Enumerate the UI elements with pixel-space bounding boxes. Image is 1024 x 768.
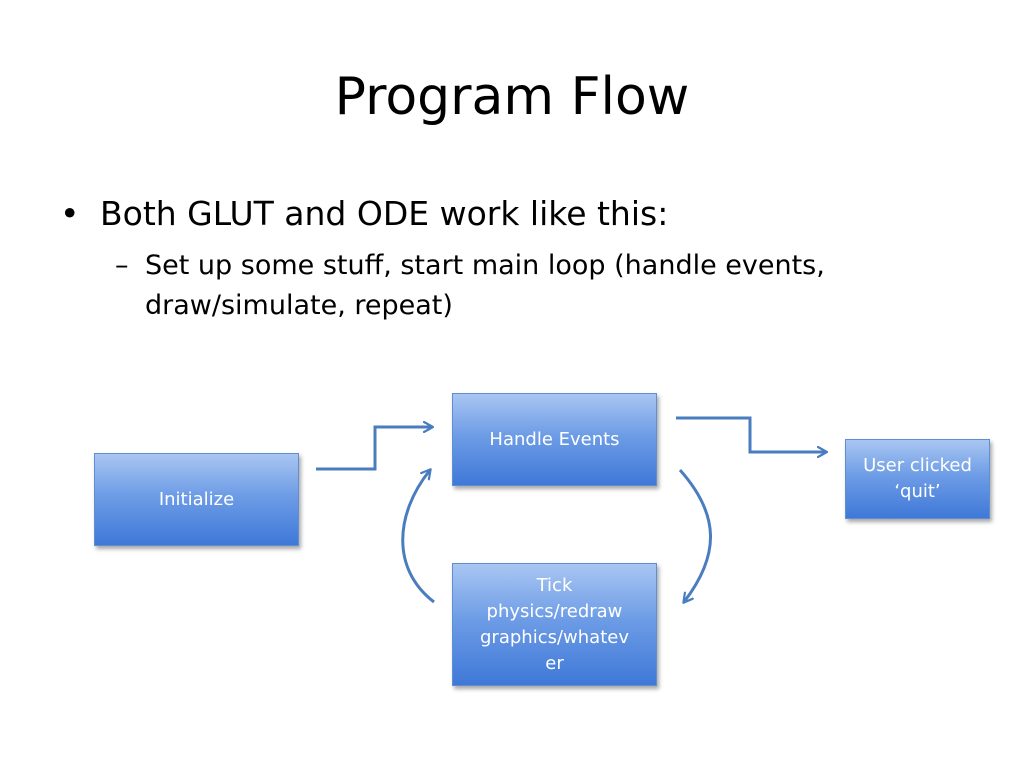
- node-label-line: physics/redraw: [486, 600, 623, 622]
- node-tick: Tick physics/redraw graphics/whatev er: [452, 563, 657, 686]
- sub-bullet-item: – Set up some stuff, start main loop (ha…: [115, 246, 955, 326]
- bullet-text: Both GLUT and ODE work like this:: [100, 194, 669, 233]
- sub-bullet-text: Set up some stuff, start main loop (hand…: [145, 250, 825, 321]
- sub-bullet-marker: –: [115, 250, 129, 281]
- bullet-list: • Both GLUT and ODE work like this: – Se…: [60, 192, 980, 326]
- bullet-marker: •: [60, 194, 80, 233]
- node-label-line: ‘quit’: [894, 481, 941, 502]
- node-label-line: er: [545, 652, 564, 674]
- node-label-line: Tick: [536, 574, 573, 596]
- bullet-item: • Both GLUT and ODE work like this:: [60, 192, 980, 236]
- arrow-handle-to-tick: [678, 469, 712, 602]
- arrow-initialize-to-handle: [316, 427, 432, 471]
- slide-title: Program Flow: [334, 67, 690, 127]
- node-user-quit: User clicked ‘quit’: [845, 439, 990, 519]
- node-label-line: User clicked: [863, 455, 972, 476]
- node-label: Handle Events: [489, 428, 620, 450]
- arrow-handle-to-quit: [676, 416, 826, 452]
- node-handle-events: Handle Events: [452, 393, 657, 486]
- node-initialize: Initialize: [94, 453, 299, 546]
- arrow-tick-to-handle: [401, 470, 435, 604]
- node-label: Initialize: [158, 488, 235, 510]
- node-label-line: graphics/whatev: [480, 626, 629, 648]
